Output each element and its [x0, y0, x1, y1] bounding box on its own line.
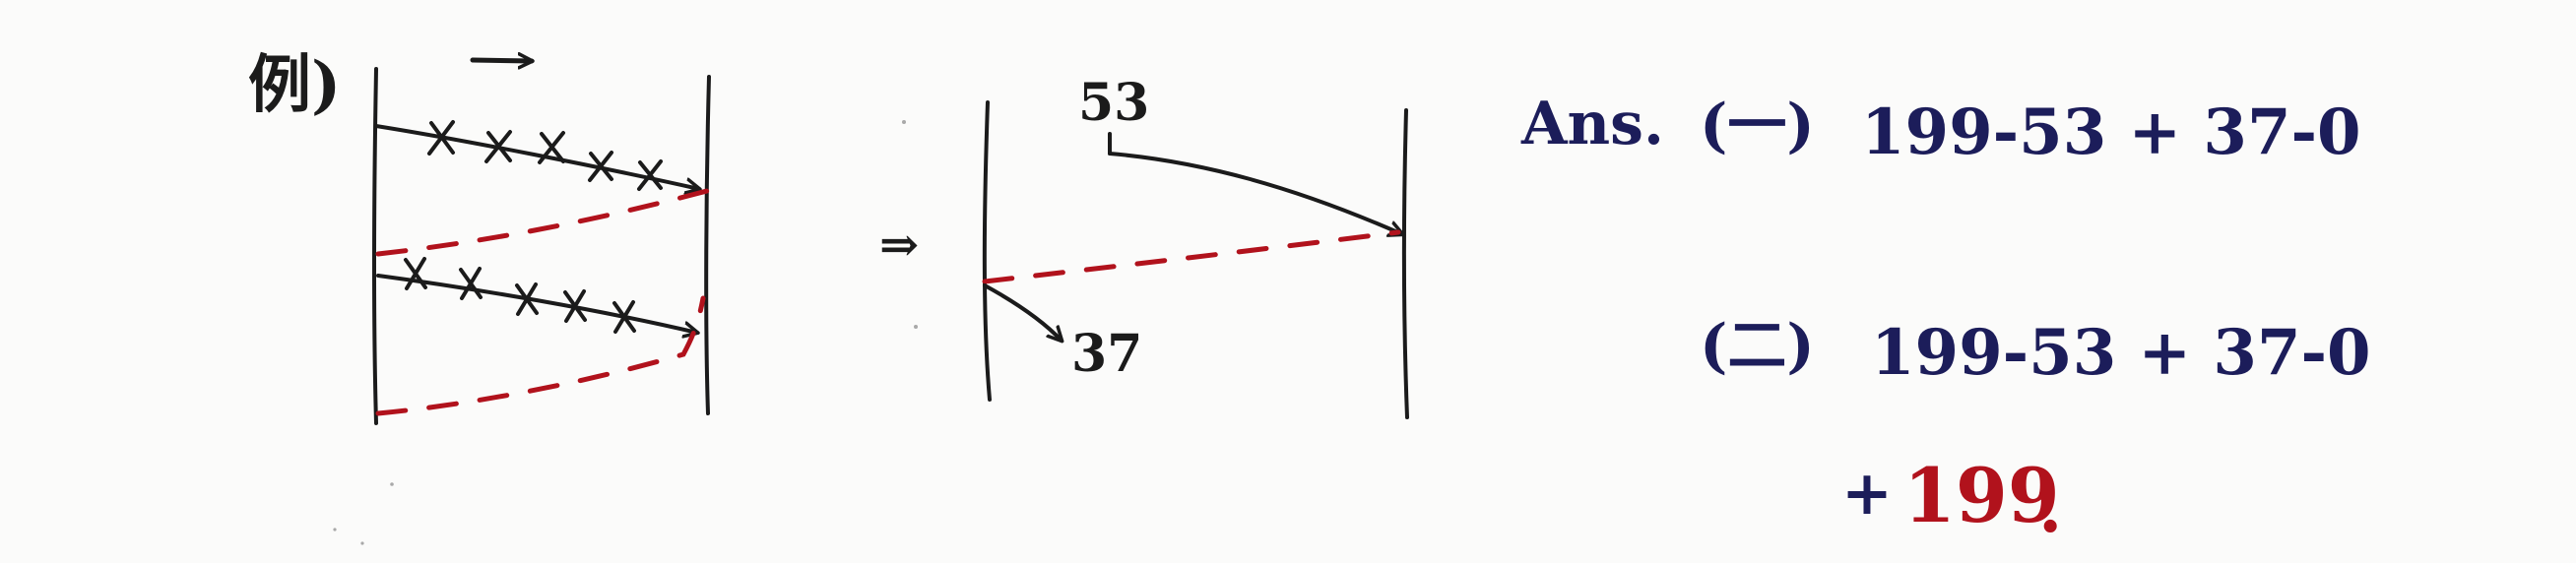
left-panel-upper-x-marks — [427, 120, 663, 191]
left-panel-right-boundary — [704, 75, 711, 415]
left-panel-lower-x-marks — [404, 257, 636, 334]
middle-panel-red-dashed-line — [982, 229, 1401, 284]
left-panel-lower-flow-line — [376, 274, 697, 333]
left-panel-label: 例) — [248, 48, 341, 122]
answer-item-1-marker: (一) — [1700, 92, 1815, 160]
left-panel-upper-red-dashed-line — [375, 188, 710, 257]
left-panel-top-arrow — [470, 60, 532, 61]
answer-item-2-expression: 199-53 + 37-0 — [1871, 316, 2371, 390]
left-panel: 例) — [248, 48, 711, 425]
middle-panel: ⇒ 53 37 — [879, 73, 1409, 419]
left-panel-upper-flow-line — [374, 124, 699, 189]
answer-area: Ans. (一) 199-53 + 37-0 (二) 199-53 + 37-0… — [1520, 90, 2371, 548]
middle-panel-left-boundary — [982, 100, 992, 402]
left-panel-left-boundary — [372, 67, 378, 425]
page-specks — [333, 120, 918, 545]
answer-item-1-expression: 199-53 + 37-0 — [1861, 95, 2361, 169]
middle-panel-downward-flow-line — [1108, 152, 1402, 234]
left-panel-lower-red-dashed-line — [375, 295, 706, 416]
answer-item-2-marker: (二) — [1700, 312, 1815, 381]
middle-panel-bottom-label: 37 — [1071, 324, 1142, 384]
answer-period: . — [2038, 467, 2062, 548]
middle-panel-short-flow-line — [983, 283, 1062, 341]
answer-extra-value: 199 — [1903, 452, 2060, 539]
middle-panel-top-label: 53 — [1078, 73, 1149, 133]
middle-panel-right-boundary — [1401, 108, 1409, 419]
answer-prefix: Ans. — [1520, 90, 1664, 158]
implies-symbol: ⇒ — [879, 218, 919, 273]
answer-plus-sign: + — [1841, 457, 1893, 529]
